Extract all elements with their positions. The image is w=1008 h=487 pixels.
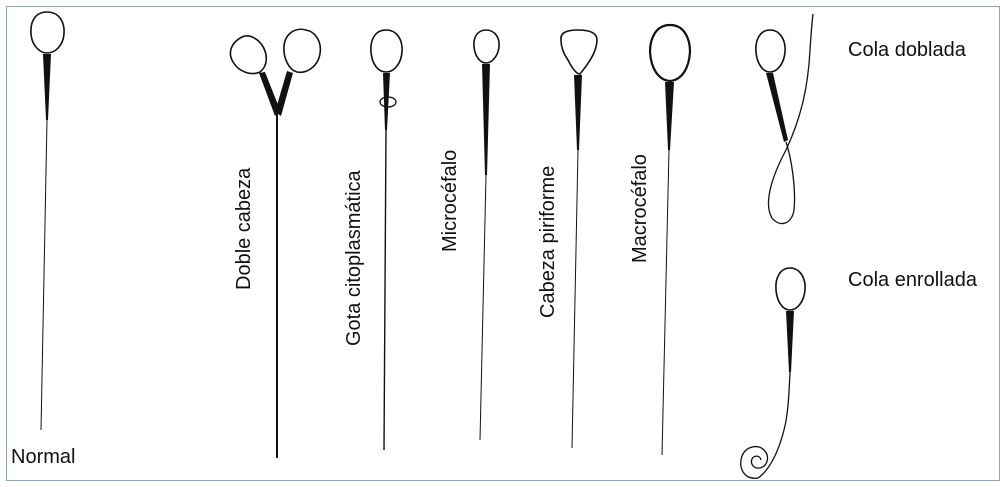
label-normal: Normal [11, 447, 75, 467]
midpiece-micro [482, 64, 490, 175]
sperm-macrocephalic [650, 25, 690, 455]
sperm-coiled-tail [741, 268, 805, 478]
head-left [230, 36, 266, 74]
tail-bent [768, 14, 813, 224]
head-droplet [371, 30, 402, 72]
head-micro [474, 30, 499, 63]
label-bent-tail: Cola doblada [848, 40, 966, 60]
sperm-bent-tail [756, 14, 813, 224]
label-piriform-head: Cabeza piriforme [538, 166, 558, 318]
tail-normal [41, 120, 47, 430]
label-coiled-tail: Cola enrollada [848, 270, 977, 290]
tail-piriform [572, 150, 578, 448]
head-macro [650, 25, 690, 81]
midpiece-right [275, 71, 293, 116]
sperm-cytoplasmic-droplet [371, 30, 402, 450]
sperm-piriform-head [561, 30, 597, 448]
tail-droplet [384, 130, 386, 450]
sperm-normal [31, 12, 64, 430]
midpiece-normal [43, 54, 51, 120]
label-cytoplasmic-droplet: Gota citoplasmática [344, 170, 364, 346]
label-microcephalic: Microcéfalo [440, 150, 460, 252]
midpiece-macro [665, 82, 674, 150]
tail-micro [480, 175, 486, 440]
midpiece-coiled [786, 311, 794, 372]
tail-macro [662, 150, 669, 455]
tail-coiled [741, 372, 790, 478]
midpiece-piriform [574, 75, 582, 150]
head-right [284, 29, 320, 72]
head-coiled [776, 268, 805, 310]
label-macrocephalic: Macrocéfalo [630, 154, 650, 263]
head-bent [756, 30, 785, 72]
head-piriform [561, 30, 597, 74]
label-double-head: Doble cabeza [234, 168, 254, 290]
midpiece-bent [766, 73, 788, 142]
head-normal [31, 12, 64, 53]
midpiece-droplet [383, 73, 390, 130]
sperm-microcephalic [474, 30, 499, 440]
